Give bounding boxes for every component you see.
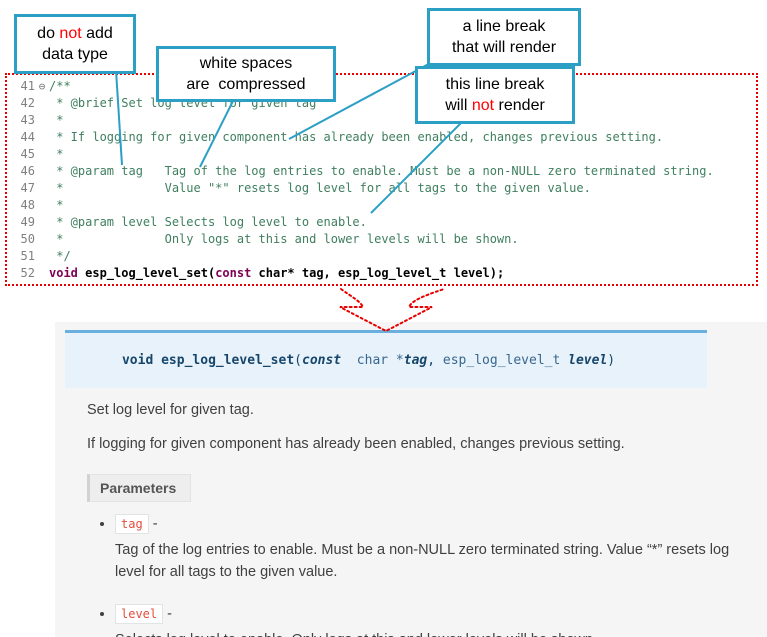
line-number: 46	[20, 164, 35, 178]
code-line: 45 *	[11, 146, 756, 163]
param-dash: -	[148, 516, 158, 532]
param-name-code: level	[115, 603, 164, 624]
code-line: 43 *	[11, 112, 756, 129]
docs-body: Set log level for given tag. If logging …	[87, 402, 753, 637]
line-number: 42	[20, 96, 35, 110]
line-number: 50	[20, 232, 35, 246]
line-number: 44	[20, 130, 35, 144]
red-word: not	[59, 24, 82, 42]
line-number: 41	[20, 79, 35, 93]
sig-return-type: void	[121, 353, 162, 368]
details-text: If logging for given component has alrea…	[87, 436, 625, 452]
parameter-term: tag -	[115, 514, 753, 534]
callout-no-data-type: do not add data type	[14, 14, 136, 74]
code-text: *	[49, 113, 64, 127]
red-word: not	[471, 97, 495, 114]
callout-line-break-renders: a line break that will render	[427, 8, 581, 66]
code-line: 47 * Value "*" resets log level for all …	[11, 180, 756, 197]
code-line: 48 *	[11, 197, 756, 214]
callout-line-break-not-render: this line break will not render	[415, 66, 575, 124]
code-line: 46 * @param tag Tag of the log entries t…	[11, 163, 756, 180]
code-text: * @param level Selects log level to enab…	[49, 215, 367, 229]
parameters-label: Parameters	[87, 474, 192, 502]
code-line: 49 * @param level Selects log level to e…	[11, 214, 756, 231]
callout-text: do not add	[37, 24, 113, 42]
code-text: * If logging for given component has alr…	[49, 130, 664, 144]
line-number: 48	[20, 198, 35, 212]
code-text: /**	[49, 79, 71, 93]
line-number: 43	[20, 113, 35, 127]
sig-function-name: esp_log_level_set	[161, 353, 295, 368]
brief-text: Set log level for given tag.	[87, 402, 254, 418]
parameter-list: tag - Tag of the log entries to enable. …	[87, 514, 753, 637]
code-text: * @param tag Tag of the log entries to e…	[49, 164, 714, 178]
sig-param-type: char *	[348, 353, 404, 368]
line-number: 45	[20, 147, 35, 161]
line-number: 52	[20, 266, 35, 280]
parameter-item: level - Selects log level to enable. Onl…	[115, 603, 753, 637]
code-text: */	[49, 249, 71, 263]
line-number: 51	[20, 249, 35, 263]
code-text: * Value "*" resets log level for all tag…	[49, 181, 591, 195]
parameter-item: tag - Tag of the log entries to enable. …	[115, 514, 753, 584]
parameter-term: level -	[115, 603, 753, 624]
code-text: esp_log_level_set(	[77, 266, 216, 280]
callout-text: will not render	[445, 97, 545, 114]
function-signature: void esp_log_level_set(const char *tag, …	[65, 330, 707, 388]
code-line: 50 * Only logs at this and lower levels …	[11, 231, 756, 248]
parameter-description: Selects log level to enable. Only logs a…	[115, 629, 735, 637]
sig-param-type: esp_log_level_t	[442, 353, 569, 368]
code-line: 41⊖/**	[11, 78, 756, 95]
callout-text: white spaces	[199, 54, 293, 72]
keyword: void	[49, 266, 78, 280]
code-text: *	[49, 147, 64, 161]
parameter-description: Tag of the log entries to enable. Must b…	[115, 542, 730, 581]
callout-whitespace-compressed: white spaces are compressed	[156, 46, 336, 102]
code-line-declaration: 52 void esp_log_level_set(const char* tag…	[11, 265, 756, 282]
code-line: 44 * If logging for given component has …	[11, 129, 756, 146]
code-line: 42 * @brief Set log level for given tag	[11, 95, 756, 112]
rendered-docs-panel: void esp_log_level_set(const char *tag, …	[55, 322, 767, 637]
param-name-code: tag	[115, 514, 149, 534]
code-text: *	[49, 198, 64, 212]
line-number: 47	[20, 181, 35, 195]
sig-param-name: tag	[403, 353, 428, 368]
code-editor[interactable]: 41⊖/** 42 * @brief Set log level for giv…	[5, 73, 758, 286]
param-dash: -	[163, 605, 172, 622]
line-number: 49	[20, 215, 35, 229]
callout-text: this line break	[445, 75, 545, 93]
callout-text: a line break	[462, 17, 546, 35]
fold-collapse-icon[interactable]: ⊖	[38, 80, 46, 93]
code-text: char* tag, esp_log_level_t level);	[251, 266, 505, 280]
callout-text: data type	[42, 46, 108, 63]
code-line: 51 */	[11, 248, 756, 265]
sig-const-keyword: const	[302, 353, 349, 368]
callout-text: that will render	[451, 39, 557, 56]
keyword: const	[215, 266, 252, 280]
sig-param-name: level	[568, 353, 608, 368]
code-text: * Only logs at this and lower levels wil…	[49, 232, 519, 246]
callout-text: are compressed	[186, 76, 306, 93]
